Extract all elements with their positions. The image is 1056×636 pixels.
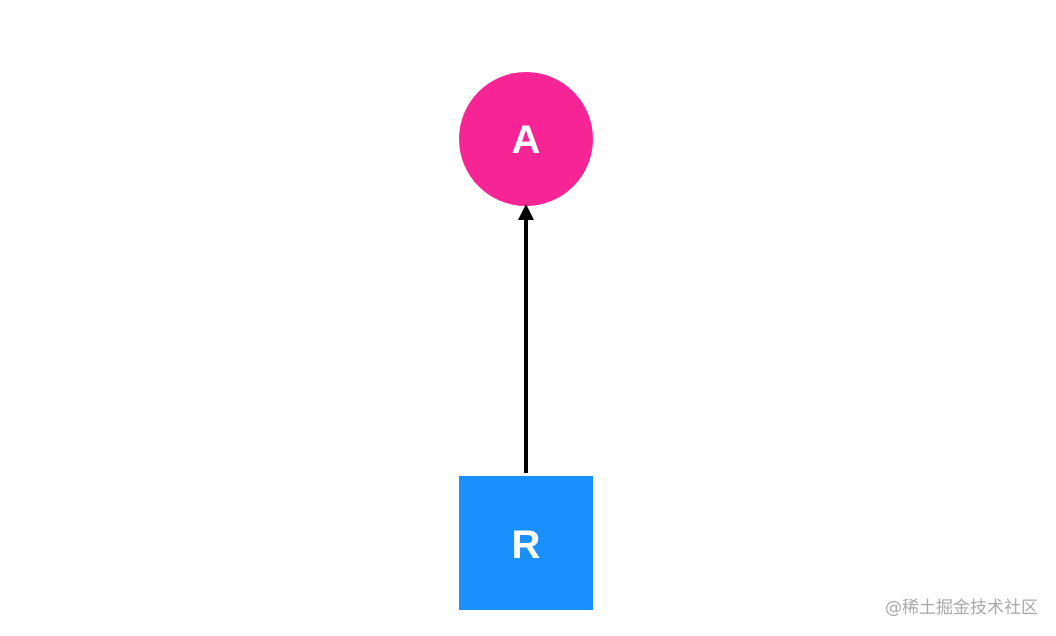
node-r: R <box>459 476 593 610</box>
watermark: @稀土掘金技术社区 <box>885 598 1038 618</box>
node-a-circle <box>459 72 593 206</box>
node-r-label: R <box>512 523 541 567</box>
node-a: A <box>459 72 593 206</box>
node-a-label: A <box>512 118 541 162</box>
edge-r-to-a-arrowhead <box>518 204 534 220</box>
node-r-square <box>459 476 593 610</box>
edge-r-to-a <box>518 204 534 473</box>
